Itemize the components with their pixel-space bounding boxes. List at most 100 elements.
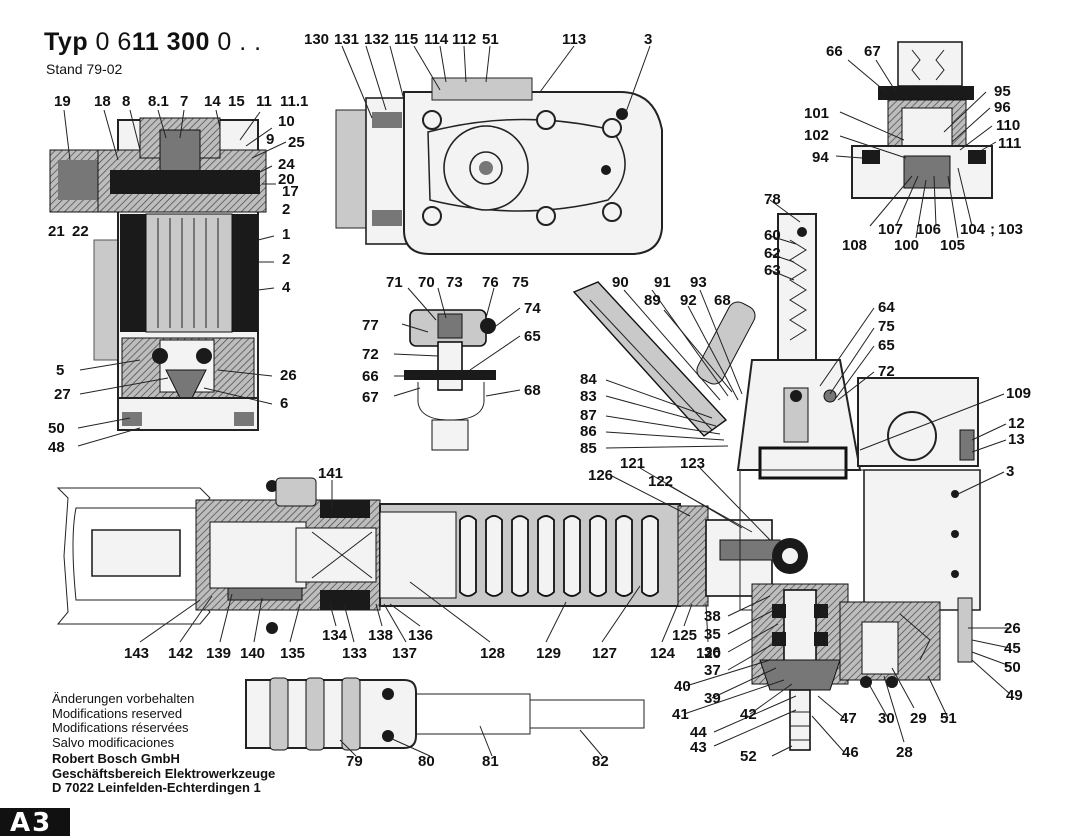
label-handle: 72: [878, 363, 895, 380]
label-handle: 83: [580, 388, 597, 405]
label-main: 133: [342, 645, 367, 662]
label-switch: 110: [996, 117, 1020, 134]
label-cable: 82: [592, 753, 609, 770]
label-switch: 95: [994, 83, 1011, 100]
label-main: 50: [1004, 659, 1021, 676]
label-main: 125: [672, 627, 697, 644]
label-main: 35: [704, 626, 721, 643]
label-motor: 17: [282, 183, 299, 200]
label-handle: 60: [764, 227, 781, 244]
label-main: 123: [680, 455, 705, 472]
cable-sleeve: [245, 677, 645, 751]
label-clip: 73: [446, 274, 463, 291]
label-main: 49: [1006, 687, 1023, 704]
label-handle: 91: [654, 274, 671, 291]
label-motor: 5: [56, 362, 64, 379]
label-switch: 102: [804, 127, 829, 144]
label-clip: 72: [362, 346, 379, 363]
label-handle: 92: [680, 292, 697, 309]
label-gearbox: 112: [452, 31, 476, 48]
label-handle: 109: [1006, 385, 1031, 402]
label-motor: 15: [228, 93, 245, 110]
label-motor: 10: [278, 113, 295, 130]
label-motor: 2: [282, 251, 290, 268]
label-switch-separator: ;: [990, 221, 995, 238]
label-handle: 85: [580, 440, 597, 457]
label-main: 136: [408, 627, 433, 644]
note-line: Änderungen vorbehalten: [52, 691, 195, 706]
label-handle: 65: [878, 337, 895, 354]
cable-labels: 79 80 81 82: [346, 753, 609, 770]
label-switch: 107: [878, 221, 903, 238]
company-line: Robert Bosch GmbH: [52, 751, 180, 766]
label-switch: 108: [842, 237, 867, 254]
label-switch: 94: [812, 149, 829, 166]
label-gearbox: 131: [334, 31, 359, 48]
label-main: 142: [168, 645, 193, 662]
label-main: 143: [124, 645, 149, 662]
label-switch: 67: [864, 43, 881, 60]
label-cable: 80: [418, 753, 435, 770]
label-handle: 78: [764, 191, 781, 208]
label-clip: 65: [524, 328, 541, 345]
label-clip: 76: [482, 274, 499, 291]
label-handle: 90: [612, 274, 629, 291]
label-main: 122: [648, 473, 673, 490]
label-motor: 4: [282, 279, 291, 296]
label-clip: 67: [362, 389, 379, 406]
label-motor: 11: [256, 93, 272, 110]
label-main: 46: [842, 744, 859, 761]
label-main: 140: [240, 645, 265, 662]
label-main: 129: [536, 645, 561, 662]
label-main: 141: [318, 465, 343, 482]
company-block: Robert Bosch GmbH Geschäftsbereich Elekt…: [52, 751, 276, 796]
label-handle: 93: [690, 274, 707, 291]
label-main: 126: [588, 467, 613, 484]
label-handle: 63: [764, 262, 781, 279]
label-motor: 27: [54, 386, 71, 403]
label-switch: 66: [826, 43, 843, 60]
company-line: Geschäftsbereich Elektrowerkzeuge: [52, 765, 276, 781]
label-main: 30: [878, 710, 895, 727]
label-main: 135: [280, 645, 305, 662]
label-handle: 62: [764, 245, 781, 262]
label-motor: 22: [72, 223, 89, 240]
label-main: 51: [940, 710, 957, 727]
label-handle: 87: [580, 407, 597, 424]
company-line: D 7022 Leinfelden-Echterdingen 1: [52, 780, 261, 796]
label-handle: 12: [1008, 415, 1025, 432]
typ-word: Typ: [44, 28, 89, 56]
label-motor: 50: [48, 420, 65, 437]
handle-assembly: [572, 213, 981, 611]
label-gearbox: 3: [644, 31, 652, 48]
clip-labels: 71 70 73 76 75 74 77 65 72 66 67 68: [362, 274, 541, 406]
main-labels: 141 126 121 122 123 143 142 139 140 135 …: [124, 455, 1023, 765]
label-gearbox: 115: [394, 31, 418, 48]
label-cable: 79: [346, 753, 363, 770]
label-main: 47: [840, 710, 857, 727]
label-gearbox: 113: [562, 31, 586, 48]
motor-labels: 19 18 8 8.1 7 14 15 11 11.1 10 9 25 24 2…: [48, 93, 308, 456]
label-handle: 68: [714, 292, 731, 309]
label-main: 45: [1004, 640, 1021, 657]
note-line: Modifications reserved: [52, 705, 183, 721]
label-motor: 9: [266, 131, 274, 148]
motor-assembly: [49, 117, 267, 431]
label-motor: 1: [282, 226, 290, 243]
label-motor: 2: [282, 201, 290, 218]
type-title: Typ 0 611 300 0 . .: [44, 28, 262, 57]
label-main: 128: [480, 645, 505, 662]
label-motor: 7: [180, 93, 188, 110]
label-motor: 21: [48, 223, 65, 240]
label-main: 37: [704, 662, 721, 679]
label-handle: 64: [878, 299, 895, 316]
label-main: 44: [690, 724, 707, 741]
label-clip: 70: [418, 274, 435, 291]
label-handle: 13: [1008, 431, 1025, 448]
label-clip: 66: [362, 368, 379, 385]
label-handle: 75: [878, 318, 895, 335]
switch-labels: 66 67 95 96 110 111 101 102 94 108 107 1…: [804, 43, 1023, 254]
label-handle: 3: [1006, 463, 1014, 480]
label-motor: 24: [278, 156, 295, 173]
label-handle: 89: [644, 292, 661, 309]
